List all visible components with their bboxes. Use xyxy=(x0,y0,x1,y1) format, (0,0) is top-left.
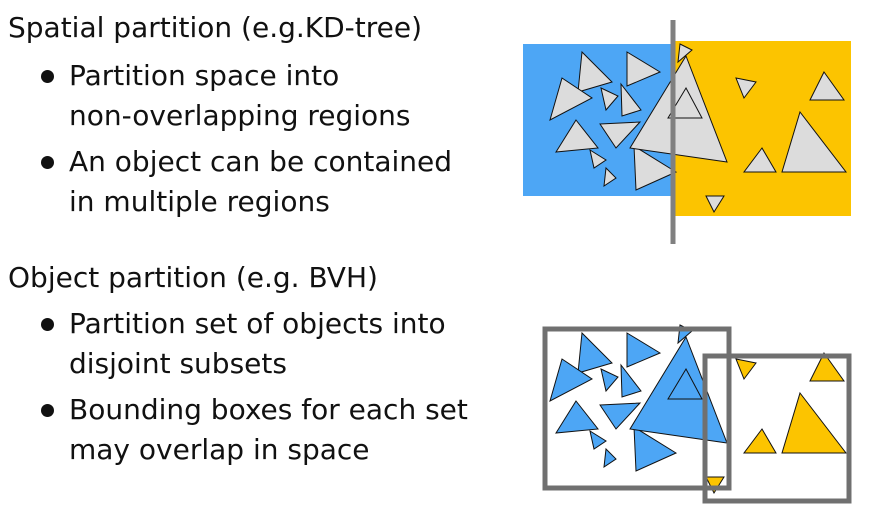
triangle xyxy=(705,195,725,214)
triangle xyxy=(603,447,617,469)
triangle xyxy=(599,402,642,430)
bullet-line: Partition space into xyxy=(69,59,340,92)
triangle xyxy=(809,352,845,382)
bullet-line: Partition set of objects into xyxy=(69,307,446,340)
triangle xyxy=(620,82,642,117)
triangle xyxy=(589,429,607,450)
bullet-dot xyxy=(41,70,54,83)
kd-triangles xyxy=(549,43,848,214)
triangle xyxy=(735,77,757,100)
bullet-spatial-2: An object can be contained in multiple r… xyxy=(41,142,453,222)
triangle xyxy=(620,363,642,398)
triangle xyxy=(599,121,642,149)
triangle xyxy=(555,400,599,434)
bullet-line: non-overlapping regions xyxy=(69,99,411,132)
bullet-line: An object can be contained xyxy=(69,145,453,178)
bullet-line: Bounding boxes for each set xyxy=(69,393,468,426)
triangle xyxy=(603,166,617,188)
triangle xyxy=(633,426,678,472)
bbox-left xyxy=(542,326,732,491)
triangle xyxy=(677,43,693,64)
bullet-dot xyxy=(41,404,54,417)
triangle xyxy=(743,147,777,173)
triangle-inner xyxy=(667,86,703,119)
bullet-line: disjoint subsets xyxy=(69,347,287,380)
triangle xyxy=(600,368,619,393)
triangle xyxy=(600,87,619,112)
bullet-object-1: Partition set of objects into disjoint s… xyxy=(41,304,446,384)
triangle xyxy=(577,50,613,93)
triangle xyxy=(577,331,613,374)
bullet-dot xyxy=(41,156,54,169)
triangle xyxy=(705,476,725,495)
triangle xyxy=(781,110,848,173)
triangle xyxy=(555,119,599,153)
kd-tree-diagram xyxy=(523,20,851,244)
bullet-line: in multiple regions xyxy=(69,185,330,218)
triangle xyxy=(809,71,845,101)
bvh-diagram xyxy=(542,324,852,504)
triangle xyxy=(743,428,777,454)
triangle-inner xyxy=(667,367,703,400)
section-heading-object: Object partition (e.g. BVH) xyxy=(8,261,378,294)
bullet-line: may overlap in space xyxy=(69,433,370,466)
triangle xyxy=(626,51,662,87)
bullet-spatial-1: Partition space into non-overlapping reg… xyxy=(41,56,411,136)
triangle xyxy=(633,145,678,191)
section-heading-spatial: Spatial partition (e.g.KD-tree) xyxy=(8,11,423,44)
bvh-triangles xyxy=(549,324,848,495)
triangle xyxy=(589,148,607,169)
bbox-right xyxy=(702,353,852,504)
bullet-object-2: Bounding boxes for each set may overlap … xyxy=(41,390,468,470)
triangle xyxy=(626,332,662,368)
triangle xyxy=(781,391,848,454)
triangle xyxy=(549,358,593,402)
triangle xyxy=(549,77,593,121)
triangle xyxy=(735,358,757,381)
bullet-dot xyxy=(41,318,54,331)
